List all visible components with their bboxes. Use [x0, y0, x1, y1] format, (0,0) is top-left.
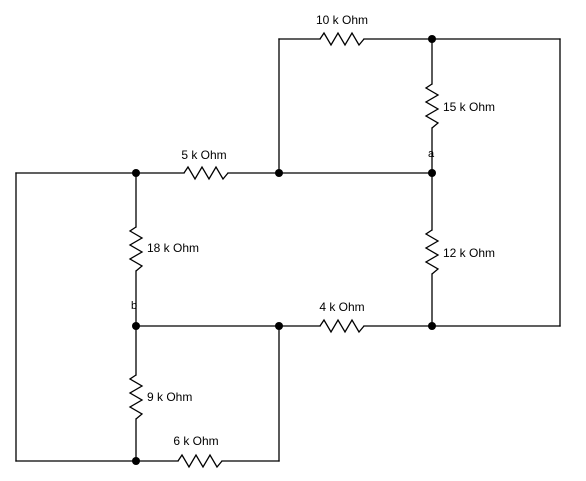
resistor-4k [319, 318, 365, 334]
resistor-labels: 10 k Ohm 15 k Ohm 5 k Ohm 18 k Ohm 12 k … [147, 13, 495, 448]
label-18k: 18 k Ohm [147, 241, 199, 255]
label-6k: 6 k Ohm [173, 434, 218, 448]
label-12k: 12 k Ohm [443, 246, 495, 260]
junction-node [428, 35, 436, 43]
junction-node [132, 457, 140, 465]
resistor-10k [319, 31, 365, 47]
label-4k: 4 k Ohm [319, 300, 364, 314]
junction-node [132, 169, 140, 177]
resistor-5k [183, 165, 229, 181]
label-5k: 5 k Ohm [181, 148, 226, 162]
label-10k: 10 k Ohm [316, 13, 368, 27]
junction-node [428, 322, 436, 330]
resistors [128, 31, 440, 469]
resistor-9k [128, 374, 144, 420]
resistor-12k [424, 229, 440, 275]
node-label-b: b [131, 300, 137, 312]
node-labels: a b [131, 148, 435, 312]
node-label-a: a [428, 148, 435, 160]
junction-node [275, 169, 283, 177]
resistor-15k [424, 83, 440, 129]
junction-node-a [428, 169, 436, 177]
wires [15, 38, 561, 462]
junction-node [275, 322, 283, 330]
resistor-18k [128, 226, 144, 272]
label-15k: 15 k Ohm [443, 100, 495, 114]
resistor-6k [177, 453, 223, 469]
junction-node-b [132, 322, 140, 330]
label-9k: 9 k Ohm [147, 390, 192, 404]
junctions [132, 35, 436, 465]
